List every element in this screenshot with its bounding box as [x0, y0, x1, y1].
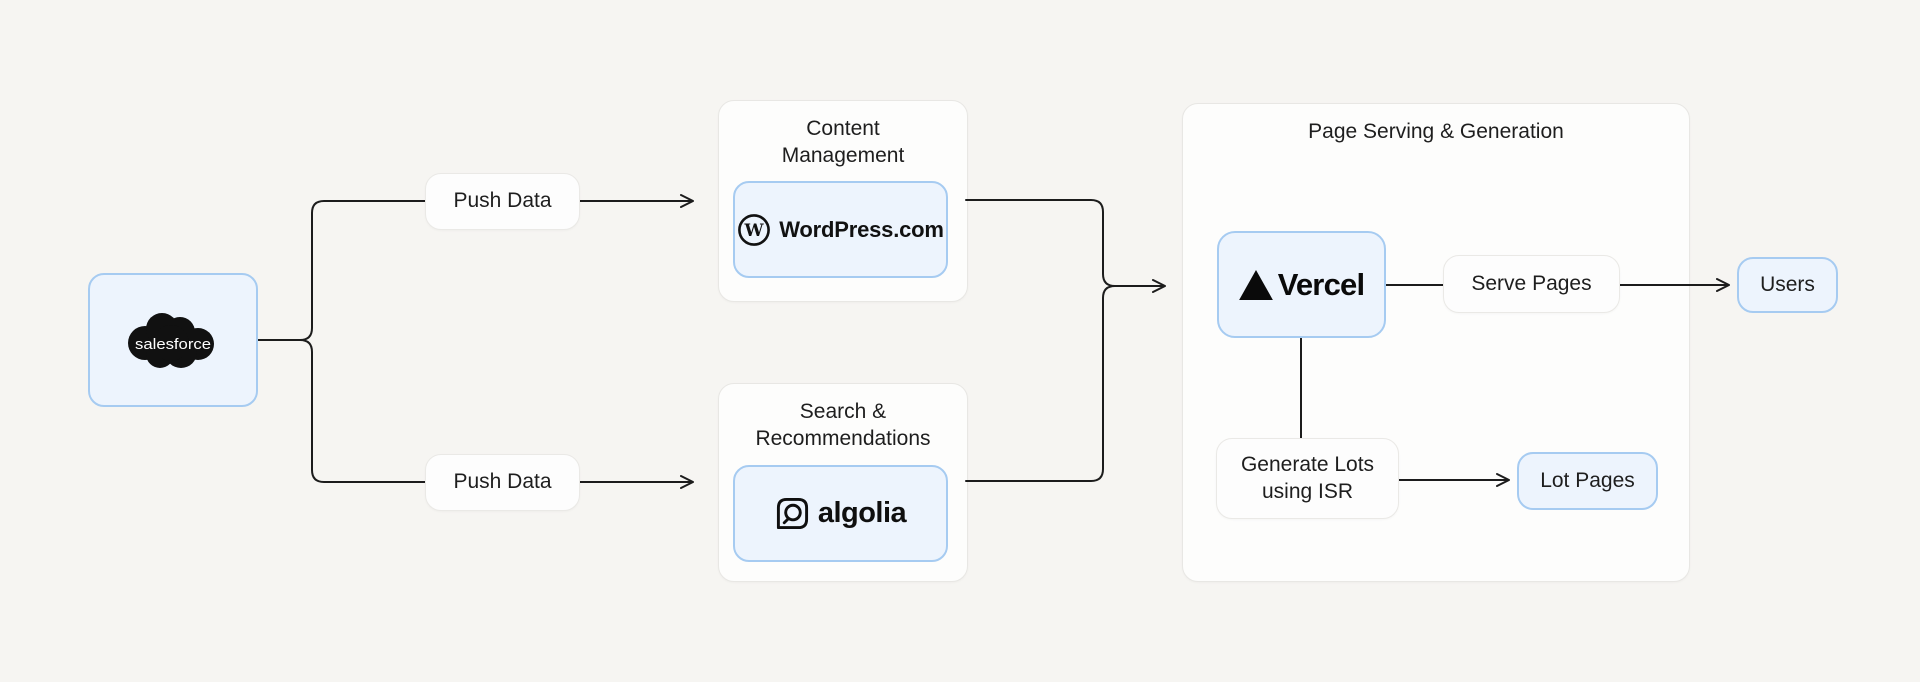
edge-search-recommendations-to-merge	[965, 285, 1116, 482]
node-salesforce: salesforce	[88, 273, 258, 407]
node-wordpress: W WordPress.com	[733, 181, 948, 278]
edge-merge-to-page-serving	[1114, 279, 1166, 293]
generate-lots-label: Generate Lots using ISR	[1240, 452, 1375, 503]
lot-pages-label: Lot Pages	[1540, 468, 1635, 492]
edge-generate-lots-to-lot-pages	[1398, 473, 1510, 487]
group-search-recommendations-title: Search & Recommendations	[755, 400, 931, 450]
node-algolia: algolia	[733, 465, 948, 562]
edge-salesforce-to-push-data-top	[257, 200, 426, 341]
salesforce-logo-text: salesforce	[135, 336, 211, 353]
node-generate-lots: Generate Lots using ISR	[1216, 438, 1399, 519]
wordpress-logo-icon: W	[738, 213, 771, 246]
edge-content-management-to-merge	[965, 199, 1116, 287]
salesforce-logo-icon: salesforce	[128, 313, 214, 368]
group-content-management-title: Content Management	[781, 117, 905, 167]
edge-push-data-bottom-to-search-recommendations	[579, 475, 694, 489]
group-page-serving-title: Page Serving & Generation	[1308, 120, 1564, 143]
node-users: Users	[1737, 257, 1838, 313]
node-serve-pages: Serve Pages	[1443, 255, 1620, 313]
edge-salesforce-to-push-data-bottom	[257, 339, 426, 483]
node-lot-pages: Lot Pages	[1517, 452, 1658, 510]
push-data-top-label: Push Data	[453, 189, 552, 213]
vercel-logo-icon	[1238, 269, 1273, 300]
algolia-label: algolia	[817, 497, 907, 529]
node-vercel: Vercel	[1217, 231, 1386, 338]
users-label: Users	[1760, 272, 1815, 296]
node-push-data-bottom: Push Data	[425, 454, 580, 511]
edge-serve-pages-to-users	[1619, 278, 1730, 292]
push-data-bottom-label: Push Data	[453, 470, 552, 494]
edge-push-data-top-to-content-management	[579, 194, 694, 208]
algolia-logo-icon	[776, 497, 808, 530]
vercel-label: Vercel	[1277, 266, 1365, 302]
node-push-data-top: Push Data	[425, 173, 580, 230]
wordpress-label: WordPress.com	[779, 216, 944, 242]
serve-pages-label: Serve Pages	[1471, 271, 1592, 295]
wordpress-logo-letter: W	[744, 221, 765, 241]
